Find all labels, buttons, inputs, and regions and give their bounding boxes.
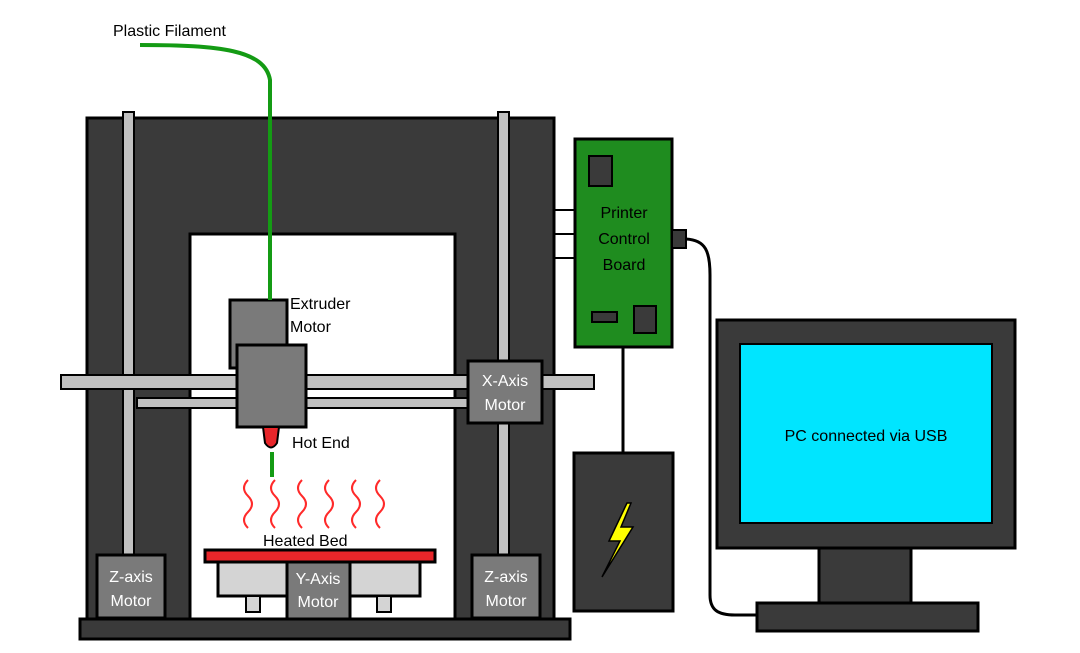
monitor-screen xyxy=(739,343,993,524)
z-axis-motor-left: Z-axis Motor xyxy=(95,553,167,620)
motor-body xyxy=(285,560,352,621)
pc-computer: PC connected via USB xyxy=(715,318,1017,633)
usb-cable xyxy=(685,237,757,617)
board-chip xyxy=(633,305,657,334)
power-supply xyxy=(572,451,675,613)
motor-body xyxy=(95,553,167,620)
monitor-stand-neck xyxy=(817,546,913,605)
board-label: Control xyxy=(598,231,650,248)
motor-label: Z-axis xyxy=(109,569,153,586)
board-chip xyxy=(588,155,613,187)
monitor-stand-base xyxy=(755,601,980,633)
y-axis-motor: Y-Axis Motor xyxy=(285,560,352,621)
motor-label: Motor xyxy=(486,593,528,610)
printer-control-board: Printer Control Board xyxy=(554,137,687,349)
z-rod-left xyxy=(122,111,135,561)
motor-body xyxy=(470,553,542,620)
board-chip xyxy=(591,311,618,323)
z-axis-motor-right: Z-axis Motor xyxy=(470,553,542,620)
board-label: Board xyxy=(603,257,646,274)
z-rod-right xyxy=(497,111,510,561)
x-axis-motor: X-Axis Motor xyxy=(466,359,544,425)
motor-label: Motor xyxy=(111,593,153,610)
heat-wave-icon xyxy=(243,479,385,529)
motor-label: Z-axis xyxy=(484,569,528,586)
heated-bed-plate xyxy=(203,548,437,564)
motor-label: Motor xyxy=(298,594,340,611)
motor-label: Motor xyxy=(485,397,527,414)
motor-label: Y-Axis xyxy=(296,571,341,588)
bed-foot-left xyxy=(245,595,261,613)
x-rod-top xyxy=(60,374,595,390)
frame-base xyxy=(78,617,572,641)
pc-label: PC connected via USB xyxy=(785,428,948,445)
lightning-bolt-icon xyxy=(601,502,635,578)
hot-end-nozzle xyxy=(261,426,281,449)
plastic-filament xyxy=(139,43,272,300)
extruder-motor-label: Extruder xyxy=(290,296,351,313)
usb-port xyxy=(671,229,687,249)
bed-foot-right xyxy=(376,595,392,613)
motor-body xyxy=(466,359,544,425)
extruder-motor-label: Motor xyxy=(290,319,332,336)
heated-bed-label: Heated Bed xyxy=(263,533,348,550)
print-head-carriage xyxy=(235,343,308,429)
hot-end-label: Hot End xyxy=(292,435,350,452)
board-label: Printer xyxy=(600,205,648,222)
filament-label: Plastic Filament xyxy=(113,23,226,40)
motor-label: X-Axis xyxy=(482,373,528,390)
extruder-assembly xyxy=(228,298,308,449)
